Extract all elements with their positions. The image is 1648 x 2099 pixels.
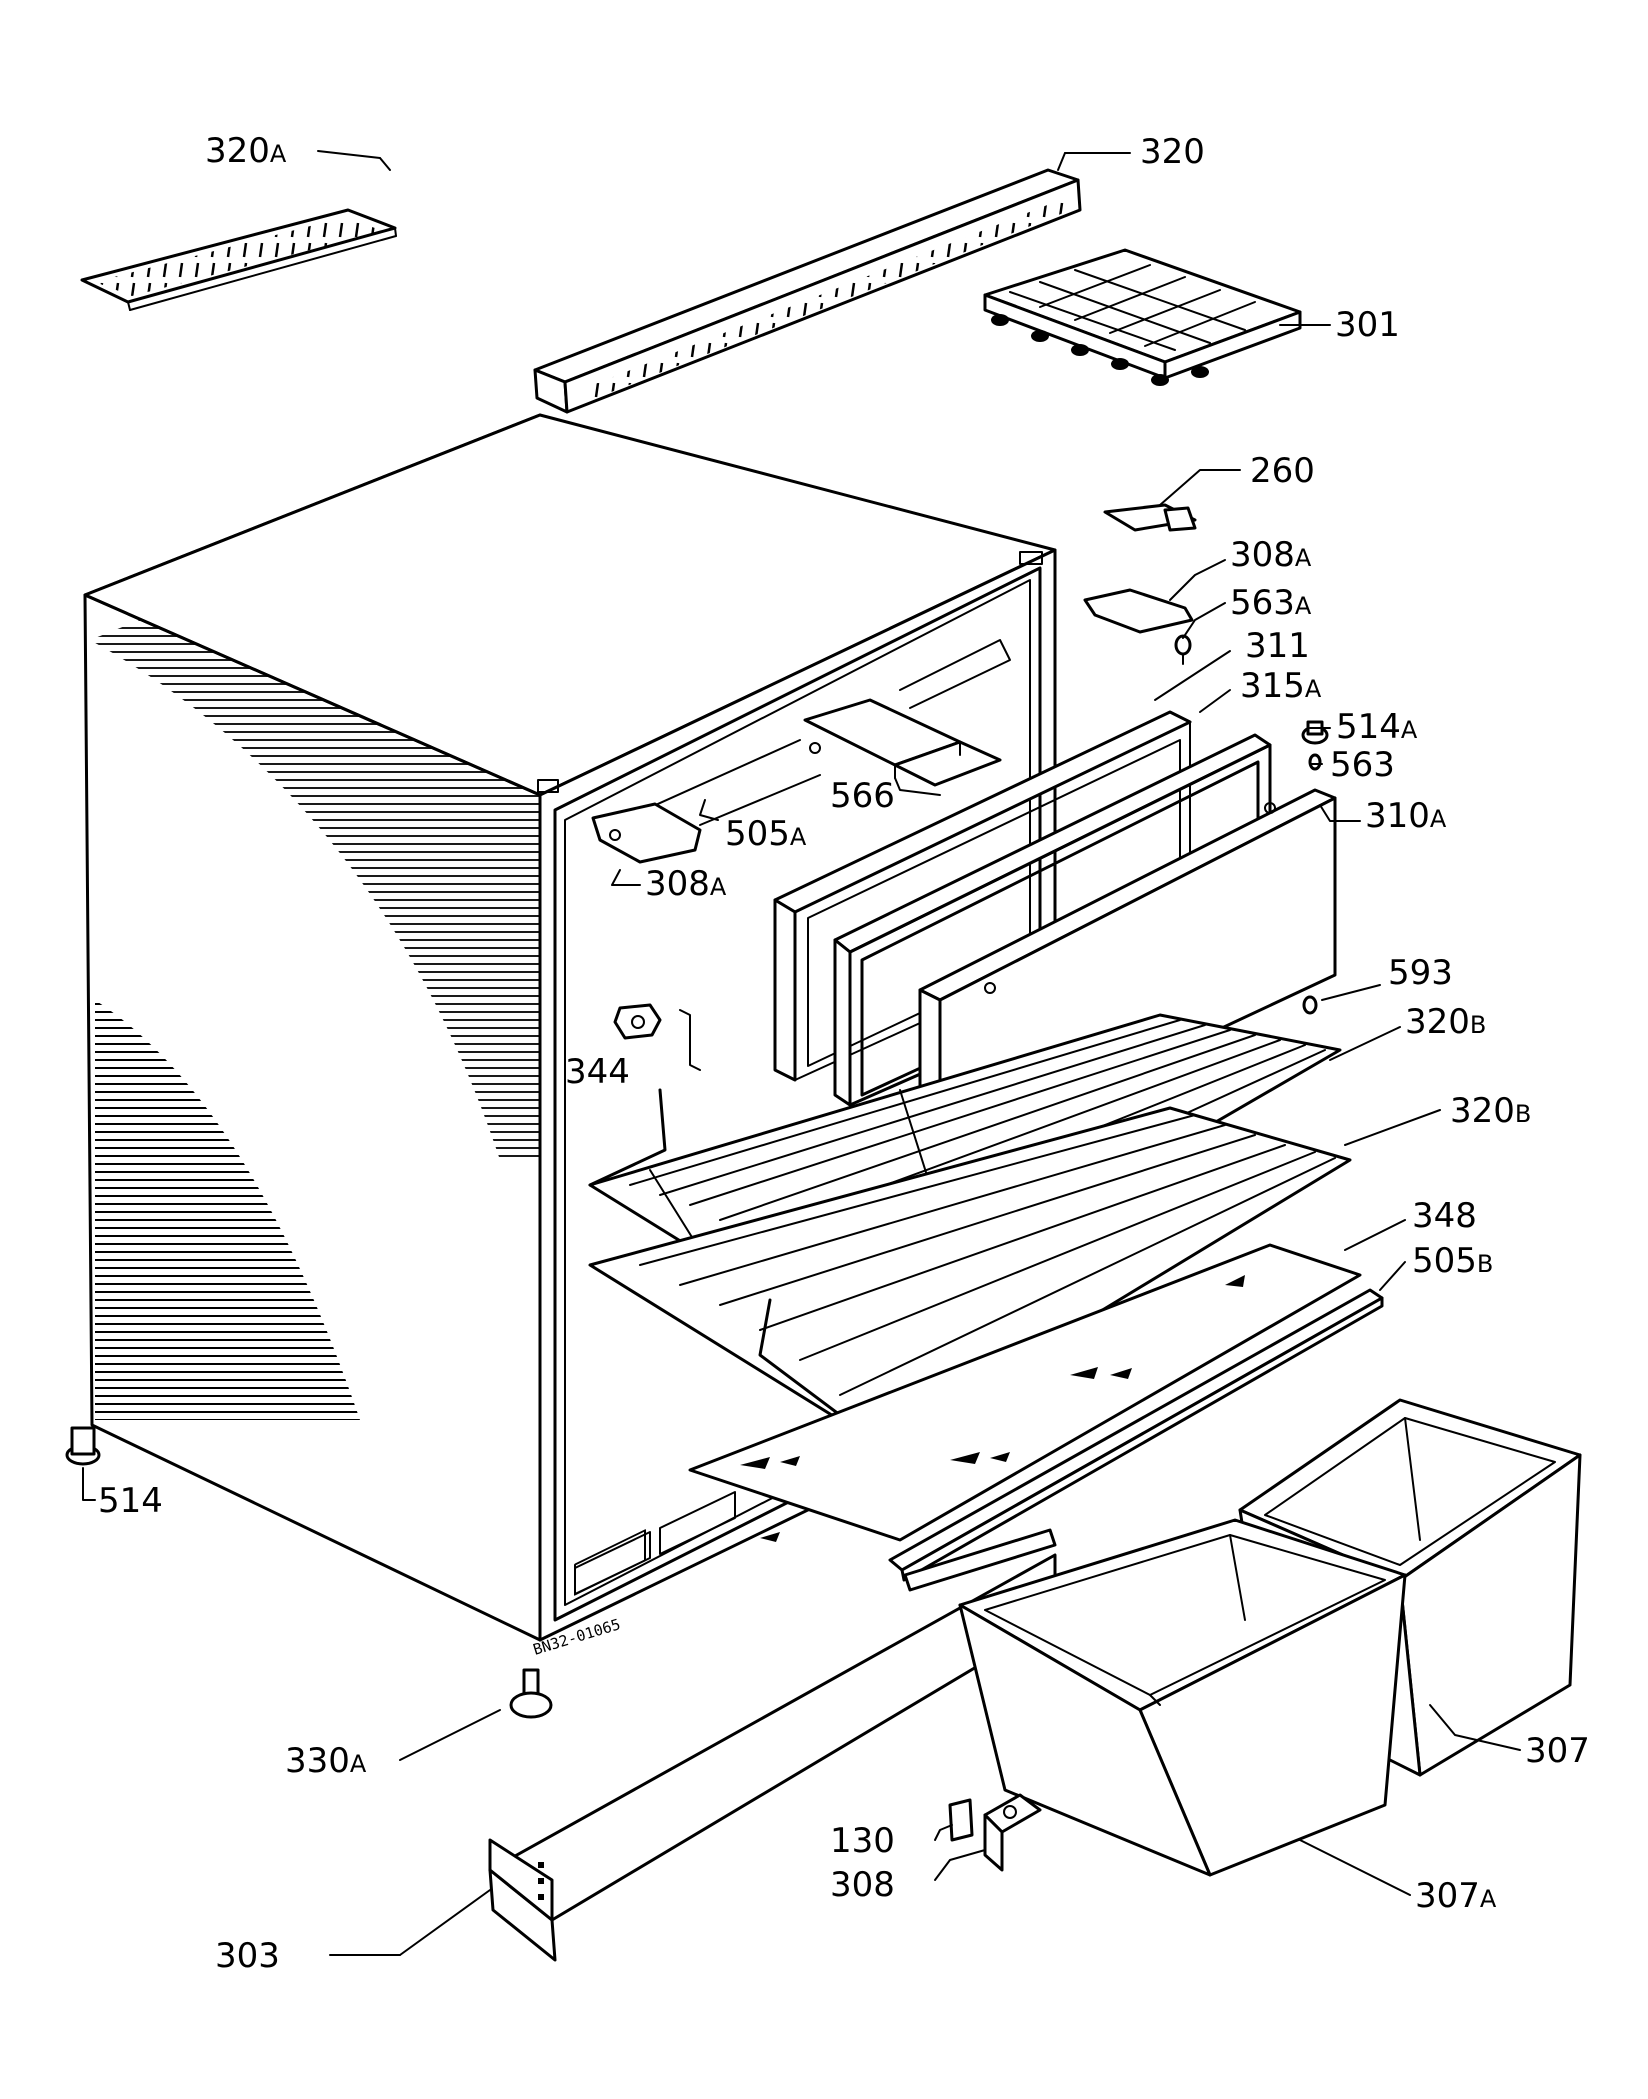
hinge-shim-130: [948, 1798, 974, 1842]
label-593: 593: [1388, 953, 1453, 993]
label-315a: 315A: [1240, 666, 1322, 706]
label-330a: 330A: [285, 1741, 367, 1781]
label-301: 301: [1335, 305, 1400, 345]
label-505b: 505B: [1412, 1241, 1493, 1281]
label-563a: 563A: [1230, 583, 1312, 623]
label-308a-right: 308A: [1230, 535, 1312, 575]
screw-563a: [1174, 634, 1192, 665]
kick-plate-303: [488, 1553, 1057, 1962]
evaporator-566: [803, 698, 1002, 787]
label-320a: 320A: [205, 131, 287, 171]
label-320b-upper: 320B: [1405, 1002, 1486, 1042]
wire-shelf-320b-lower: [588, 1106, 1352, 1447]
label-307a: 307A: [1415, 1876, 1497, 1916]
front-grille-320: [533, 168, 1082, 414]
leader-lines: [82, 150, 1521, 1956]
hinge-bracket-308a-right: [1083, 588, 1194, 634]
trim-strip-505b: [888, 1288, 1384, 1582]
hinge-bracket-308a-left: [591, 802, 702, 864]
leveling-foot-330a: [509, 1668, 553, 1719]
hinge-308: [983, 1793, 1042, 1872]
label-308a-left: 308A: [645, 864, 727, 904]
glass-shelf-348: [688, 1243, 1362, 1542]
label-308: 308: [830, 1865, 895, 1905]
screw-563: [1308, 753, 1322, 771]
foot-514: [65, 1426, 101, 1466]
label-307: 307: [1525, 1731, 1590, 1771]
clip-344: [613, 1003, 662, 1040]
label-310a: 310A: [1365, 796, 1447, 836]
label-563: 563: [1330, 745, 1395, 785]
label-320: 320: [1140, 132, 1205, 172]
label-344: 344: [565, 1052, 630, 1092]
label-311: 311: [1245, 626, 1310, 666]
ice-tray-301: [983, 248, 1302, 386]
label-303: 303: [215, 1936, 280, 1976]
label-505a: 505A: [725, 814, 807, 854]
label-320b-lower: 320B: [1450, 1091, 1531, 1131]
label-514: 514: [98, 1481, 163, 1521]
label-514a: 514A: [1336, 707, 1418, 747]
label-348: 348: [1412, 1196, 1477, 1236]
bushing-514a: [1301, 720, 1329, 745]
callout-labels: 320A 320 301 260 308A 563A 311 315A 514A…: [98, 131, 1590, 1976]
label-130: 130: [830, 1821, 895, 1861]
top-grille-320a: [80, 208, 397, 311]
label-260: 260: [1250, 451, 1315, 491]
crisper-drawer-307a: [958, 1518, 1407, 1877]
freezer-door-frame-311: [773, 710, 1192, 1082]
hinge-plate-260: [1103, 503, 1197, 532]
screw-593: [1302, 995, 1318, 1015]
label-566: 566: [830, 776, 895, 816]
